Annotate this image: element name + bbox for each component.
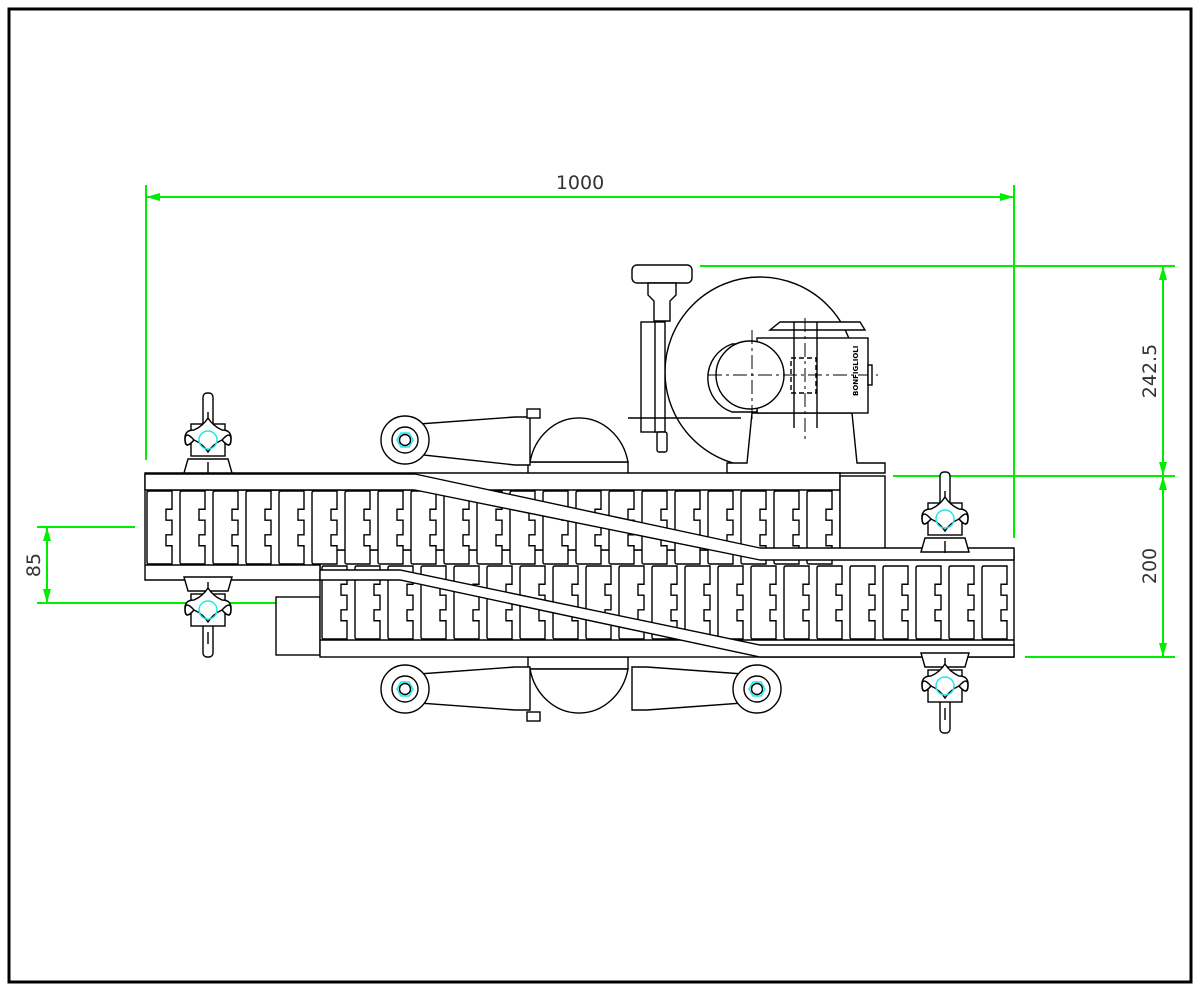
chain-link — [443, 490, 470, 565]
dimension-motor-height: 242.5 — [700, 265, 1175, 477]
chain-link — [915, 565, 942, 640]
chain-link — [344, 490, 371, 565]
chain-link — [651, 565, 678, 640]
chain-link — [245, 490, 272, 565]
chain-link — [684, 565, 711, 640]
star-knob[interactable] — [920, 652, 970, 734]
chain-link — [981, 565, 1008, 640]
chain-link — [816, 565, 843, 640]
knob-grip-icon — [921, 662, 969, 700]
star-knob[interactable] — [183, 576, 233, 658]
chain-link — [783, 565, 810, 640]
chain-link — [278, 490, 305, 565]
dimension-label-1000: 1000 — [556, 172, 604, 194]
chain-link — [773, 490, 800, 565]
star-knob[interactable] — [920, 471, 970, 553]
dimension-overall-length: 1000 — [145, 172, 1015, 538]
chain-link — [146, 490, 173, 565]
chain-link — [849, 565, 876, 640]
handwheel-cap — [631, 264, 693, 284]
dimension-offset: 85 — [23, 526, 318, 604]
chain-link — [882, 565, 909, 640]
knob-hole — [935, 676, 955, 696]
diagonal-guides — [144, 473, 1015, 658]
knob-grip-icon — [184, 586, 232, 624]
chain-link — [750, 565, 777, 640]
drawing-frame — [7, 7, 1193, 984]
knob-hole — [935, 509, 955, 529]
chain-link — [179, 490, 206, 565]
gear-motor: BONFIGLIOLI — [631, 264, 886, 474]
chain-link — [212, 490, 239, 565]
chain-link — [674, 490, 701, 565]
knob-grip-icon — [921, 495, 969, 533]
chain-link — [410, 490, 437, 565]
gearbox-base — [726, 412, 886, 474]
chain-link — [717, 565, 744, 640]
lower-tensioner — [380, 656, 782, 722]
chain-link — [453, 565, 480, 640]
chain-link — [354, 565, 381, 640]
star-knob[interactable] — [183, 392, 233, 474]
knob-grip-icon — [184, 416, 232, 454]
dimension-conveyor-width: 200 — [1025, 476, 1175, 658]
chain-link — [387, 565, 414, 640]
chain-link — [552, 565, 579, 640]
lower-drum — [529, 668, 629, 714]
chain-link — [311, 490, 338, 565]
motor-brand-label: BONFIGLIOLI — [852, 346, 860, 396]
chain-link — [806, 490, 833, 565]
chain-link — [948, 565, 975, 640]
dimension-label-85: 85 — [23, 553, 45, 577]
chain-link — [585, 565, 612, 640]
knob-hole — [198, 430, 218, 450]
chain-link — [321, 565, 348, 640]
chain-link — [377, 490, 404, 565]
dimension-label-200: 200 — [1139, 548, 1161, 584]
upper-drum — [529, 417, 629, 463]
lower-conveyor — [275, 549, 1015, 658]
dimension-label-242-5: 242.5 — [1139, 344, 1161, 398]
knob-hole — [198, 600, 218, 620]
